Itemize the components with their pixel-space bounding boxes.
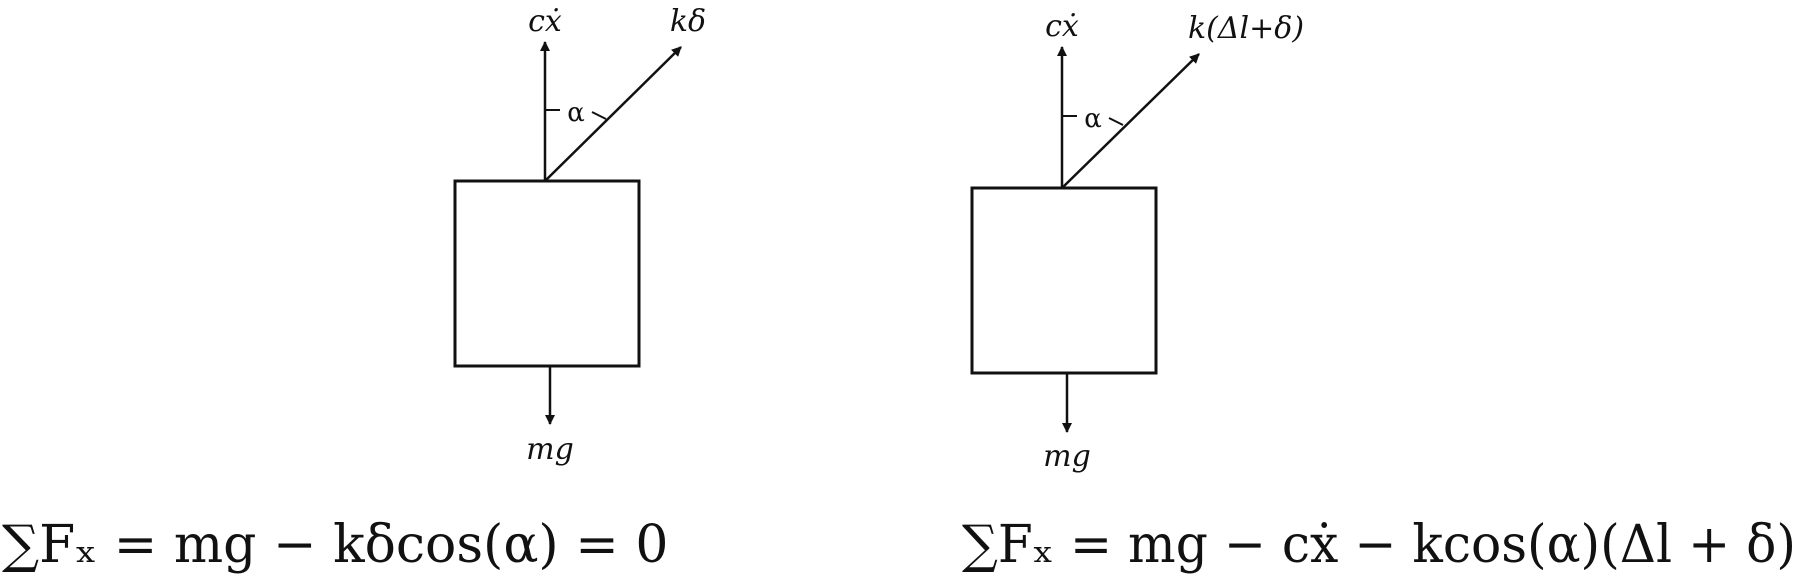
- right-free-body-diagram: cẋ k(Δl+δ) α mg ∑Fₓ = mg − cẋ − kcos(α)(…: [962, 9, 1796, 575]
- left-spring-force-arrow: [544, 46, 682, 182]
- right-spring-force-arrow: [1061, 53, 1200, 189]
- left-free-body-diagram: cẋ kδ α mg ∑Fₓ = mg − kδcos(α) = 0: [2, 4, 706, 575]
- right-label-spring: k(Δl+δ): [1188, 11, 1304, 46]
- left-equation: ∑Fₓ = mg − kδcos(α) = 0: [2, 515, 668, 575]
- left-mass-block: [453, 179, 641, 368]
- left-angle-tick-diagonal: [591, 111, 607, 120]
- right-label-angle: α: [1084, 104, 1102, 134]
- left-label-damper: cẋ: [528, 4, 562, 39]
- right-label-damper: cẋ: [1045, 9, 1079, 44]
- left-label-angle: α: [567, 98, 585, 128]
- left-label-spring: kδ: [670, 4, 706, 39]
- left-label-weight: mg: [526, 432, 574, 467]
- right-label-weight: mg: [1043, 439, 1091, 474]
- right-mass-block: [970, 186, 1158, 375]
- right-equation: ∑Fₓ = mg − cẋ − kcos(α)(Δl + δ): [962, 515, 1796, 575]
- right-angle-tick-diagonal: [1108, 117, 1124, 126]
